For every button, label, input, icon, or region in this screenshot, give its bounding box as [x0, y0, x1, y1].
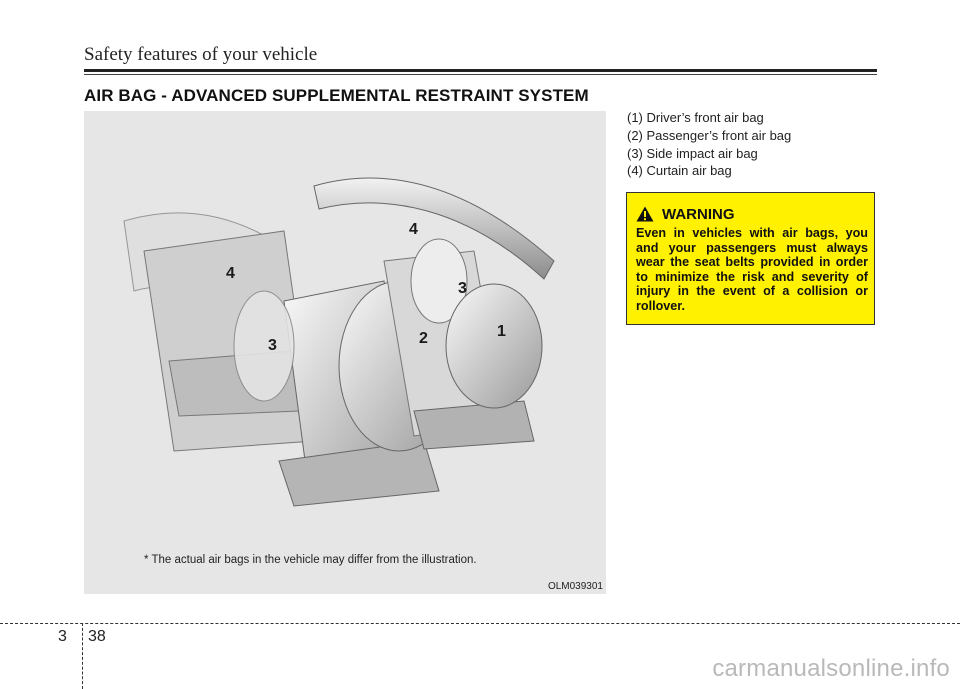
page-number: 38 [88, 628, 106, 645]
legend-item: (4) Curtain air bag [627, 163, 732, 179]
side-impact-airbag-shape [410, 238, 468, 324]
warning-title: WARNING [662, 205, 735, 223]
warning-triangle-icon [636, 206, 654, 222]
chapter-number: 3 [58, 628, 67, 645]
left-side-airbag-shape [233, 290, 295, 402]
curtain-airbag-shape [313, 177, 555, 280]
warning-header: WARNING [636, 204, 735, 224]
callout-2-passenger: 2 [419, 330, 428, 347]
callout-4-rear: 4 [226, 265, 235, 282]
footer-rule [0, 623, 960, 624]
figure-note: * The actual air bags in the vehicle may… [144, 554, 477, 566]
warning-text: Even in vehicles with air bags, you and … [636, 226, 868, 313]
footer-divider [82, 623, 83, 689]
legend-item: (3) Side impact air bag [627, 145, 758, 161]
legend-item: (2) Passenger’s front air bag [627, 127, 792, 143]
legend-item: (1) Driver’s front air bag [627, 110, 764, 125]
figure-code: OLM039301 [547, 581, 603, 592]
airbag-drawing: 4 4 3 3 2 1 [123, 177, 555, 507]
header-rule-thin [84, 74, 877, 75]
running-head-title: Safety features of your vehicle [84, 44, 318, 65]
callout-4-curtain: 4 [409, 221, 418, 238]
driver-front-airbag-shape [445, 283, 543, 409]
header-rule [84, 69, 877, 72]
warning-box: WARNING Even in vehicles with air bags, … [626, 192, 875, 325]
callout-1-driver: 1 [497, 323, 506, 340]
airbag-legend: (1) Driver’s front air bag (2) Passenger… [627, 109, 791, 180]
callout-3-rear: 3 [268, 337, 277, 354]
watermark: carmanualsonline.info [712, 655, 950, 682]
callout-3-side: 3 [458, 280, 467, 297]
airbag-illustration: 4 4 3 3 2 1 * The actual air bags in the… [84, 111, 606, 594]
section-title: AIR BAG - ADVANCED SUPPLEMENTAL RESTRAIN… [84, 86, 589, 105]
